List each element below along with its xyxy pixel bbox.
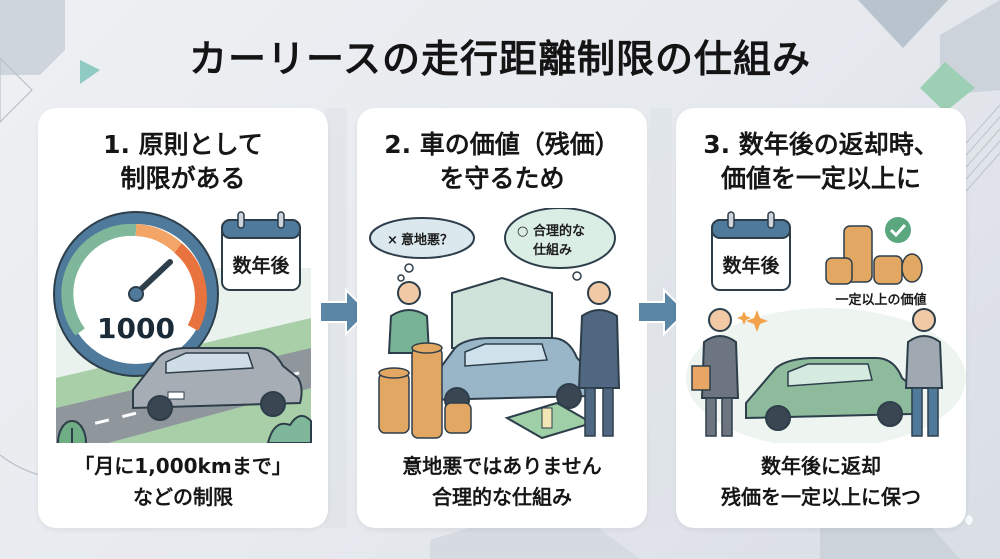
svg-text:意地悪？: 意地悪？ xyxy=(401,232,453,248)
calendar-icon: 数年後 xyxy=(221,211,301,291)
step-2-caption-line-1: 意地悪ではありません xyxy=(402,454,602,478)
thought-bubble-left: × 意地悪？ xyxy=(369,217,475,282)
step-1-caption: 「月に1,000kmまで」 などの制限 xyxy=(38,451,328,513)
check-icon xyxy=(885,217,911,243)
step-1-title-line-2: 制限がある xyxy=(120,164,246,193)
thought-bubble-right: ○ 合理的な 仕組み xyxy=(504,208,616,281)
step-3-illustration: 数年後 一定以上の価値 xyxy=(686,211,966,443)
arrow-right-icon xyxy=(637,288,688,336)
step-3-title-line-1: 3. 数年後の返却時、 xyxy=(703,130,939,159)
svg-text:仕組み: 仕組み xyxy=(532,242,572,258)
step-2-caption: 意地悪ではありません 合理的な仕組み xyxy=(357,451,647,513)
step-3-caption-line-2: 残価を一定以上に保つ xyxy=(721,485,921,509)
tree-icon xyxy=(57,420,87,443)
step-card-3: 3. 数年後の返却時、 価値を一定以上に 数年後 一定以上の価値 xyxy=(676,108,966,528)
sparkle-icon xyxy=(737,310,768,332)
shield-icon xyxy=(451,276,553,349)
step-3-title-line-2: 価値を一定以上に xyxy=(720,164,921,193)
step-1-caption-line-2: などの制限 xyxy=(133,485,233,509)
cash-bundle-icon xyxy=(504,401,595,440)
speedometer-icon: 1000 xyxy=(53,211,219,377)
page-title: カーリースの走行距離制限の仕組み xyxy=(188,37,812,81)
step-1-title: 1. 原則として 制限がある xyxy=(38,128,328,196)
car-icon xyxy=(132,347,303,421)
step-card-2: 2. 車の価値（残価） を守るため × 意地悪？ ○ 合理的な 仕組み xyxy=(357,108,647,528)
car-icon xyxy=(745,357,917,431)
step-1-title-line-1: 1. 原則として xyxy=(103,130,263,159)
car-icon xyxy=(426,337,592,413)
svg-text:合理的な: 合理的な xyxy=(533,223,585,239)
step-2-caption-line-2: 合理的な仕組み xyxy=(432,485,572,509)
cross-icon: × xyxy=(387,233,398,248)
salesperson-icon xyxy=(691,308,740,437)
step-1-illustration: 1000 数年後 xyxy=(53,211,312,443)
svg-text:数年後: 数年後 xyxy=(722,254,780,277)
step-3-title: 3. 数年後の返却時、 価値を一定以上に xyxy=(676,128,966,196)
salesperson-icon xyxy=(577,281,621,437)
step-3-caption-line-1: 数年後に返却 xyxy=(761,454,881,478)
coin-stack-icon xyxy=(378,342,472,439)
step-1-caption-line-1: 「月に1,000kmまで」 xyxy=(74,454,292,478)
circle-mark-icon: ○ xyxy=(517,224,528,239)
calendar-icon: 数年後 xyxy=(711,211,791,291)
step-2-title: 2. 車の価値（残価） を守るため xyxy=(357,128,647,196)
step-2-title-line-1: 2. 車の価値（残価） xyxy=(384,130,620,159)
coins-label: 一定以上の価値 xyxy=(835,292,926,308)
customer-icon xyxy=(904,308,944,437)
step-2-illustration: × 意地悪？ ○ 合理的な 仕組み xyxy=(369,208,621,440)
coin-stack-icon xyxy=(825,225,923,285)
step-2-title-line-2: を守るため xyxy=(439,164,565,193)
svg-text:数年後: 数年後 xyxy=(232,254,290,277)
customer-icon xyxy=(387,281,431,354)
step-3-caption: 数年後に返却 残価を一定以上に保つ xyxy=(676,451,966,513)
svg-text:1000: 1000 xyxy=(97,312,175,345)
step-card-1: 1. 原則として 制限がある 1000 数年後 xyxy=(38,108,328,528)
